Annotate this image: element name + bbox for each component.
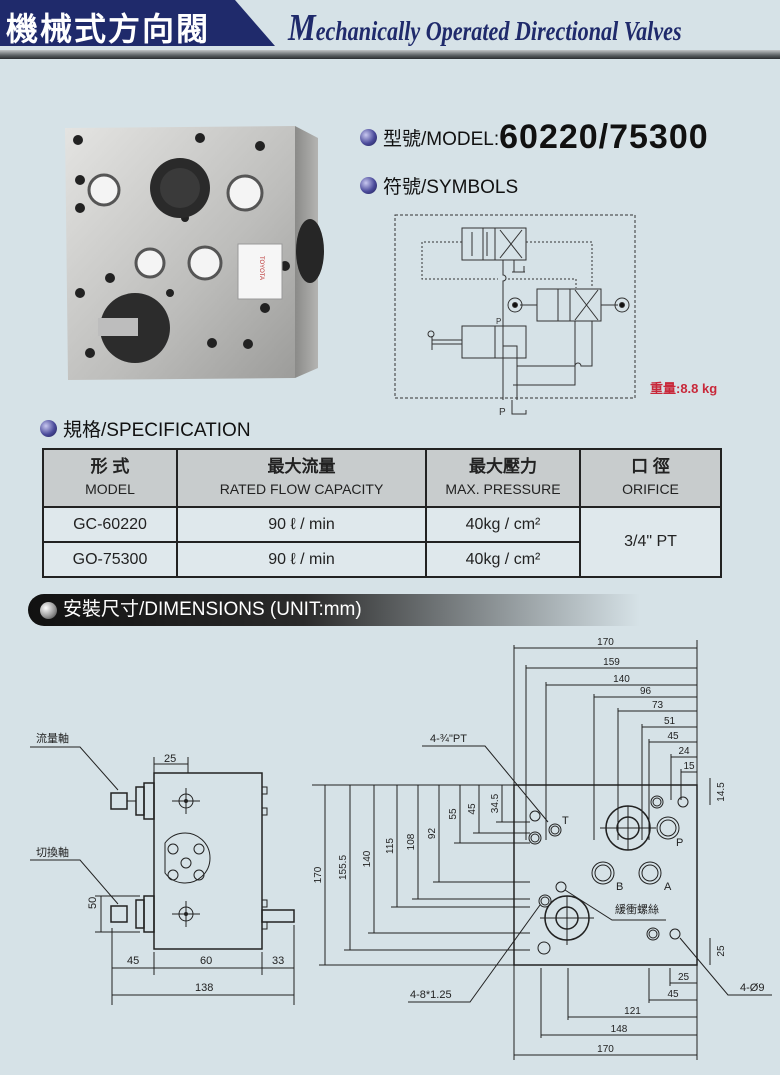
dim-label: 14.5 bbox=[716, 782, 727, 802]
bullet-icon bbox=[40, 601, 57, 619]
cell-model: GO-75300 bbox=[42, 541, 178, 578]
symbols-label: 符號/SYMBOLS bbox=[383, 177, 519, 198]
dimensions-label: 安裝尺寸/DIMENSIONS (UNIT:mm) bbox=[63, 599, 362, 620]
dim-label: 50 bbox=[87, 897, 99, 909]
dim-label: 138 bbox=[195, 982, 213, 994]
dim-label: 108 bbox=[406, 833, 417, 850]
dim-label: 170 bbox=[597, 1044, 614, 1055]
dim-label: 15 bbox=[683, 761, 695, 772]
pt-port-label: 4-¾"PT bbox=[430, 733, 467, 745]
nameplate: TOYOTA bbox=[258, 256, 264, 280]
cell-orifice: 3/4" PT bbox=[579, 506, 722, 578]
dim-label: 34.5 bbox=[490, 793, 501, 813]
specification-label: 規格/SPECIFICATION bbox=[63, 420, 251, 441]
model-heading: 型號/MODEL:60220/75300 bbox=[360, 118, 709, 157]
buffer-screw-label: 緩衝螺絲 bbox=[615, 902, 659, 916]
port-b-label: B bbox=[616, 881, 623, 893]
cell-pressure: 40kg / cm² bbox=[425, 541, 581, 578]
header-title-background bbox=[0, 0, 275, 46]
dim-label: 55 bbox=[448, 808, 459, 820]
header-title-en: Mechanically Operated Directional Valves bbox=[288, 6, 682, 50]
cell-flow: 90 ℓ / min bbox=[176, 541, 427, 578]
bullet-icon bbox=[40, 420, 57, 437]
dim-label: 45 bbox=[667, 989, 679, 1000]
dim-label: 159 bbox=[603, 657, 620, 668]
dim-label: 170 bbox=[597, 637, 614, 648]
dim-label: 33 bbox=[272, 955, 284, 967]
port-p-label: P bbox=[676, 837, 683, 849]
model-value: 60220/75300 bbox=[499, 118, 709, 156]
dim-label: 148 bbox=[611, 1024, 628, 1035]
title-initial: M bbox=[288, 7, 316, 49]
product-photo: TOYOTA bbox=[65, 126, 324, 380]
dimensions-heading: 安裝尺寸/DIMENSIONS (UNIT:mm) bbox=[28, 594, 640, 626]
model-label: 型號/MODEL: bbox=[383, 129, 500, 150]
dim-label: 25 bbox=[678, 972, 690, 983]
cell-model: GC-60220 bbox=[42, 506, 178, 543]
hydraulic-symbol-diagram: P P bbox=[394, 214, 636, 418]
dim-label: 140 bbox=[362, 850, 373, 867]
side-view-drawing: 流量軸 切換軸 25 50 45 60 33 138 bbox=[30, 731, 295, 1005]
flow-shaft-label: 流量軸 bbox=[36, 731, 69, 745]
cell-pressure: 40kg / cm² bbox=[425, 506, 581, 543]
dim-label: 45 bbox=[667, 731, 679, 742]
dim-label: 45 bbox=[467, 803, 478, 815]
hole-label: 4-Ø9 bbox=[740, 982, 764, 994]
dim-label: 115 bbox=[385, 838, 396, 854]
dim-label: 92 bbox=[427, 828, 438, 840]
port-p-lower: P bbox=[499, 407, 506, 418]
dim-label: 45 bbox=[127, 955, 139, 967]
header-divider bbox=[0, 50, 780, 59]
switch-shaft-label: 切換軸 bbox=[36, 845, 69, 859]
bolt-label: 4-8*1.25 bbox=[410, 989, 452, 1001]
weight-label: 重量:8.8 kg bbox=[650, 381, 718, 396]
dim-label: 155.5 bbox=[338, 855, 349, 880]
dim-label: 51 bbox=[664, 716, 676, 727]
symbols-heading: 符號/SYMBOLS bbox=[360, 172, 518, 199]
title-rest: echanically Operated Directional Valves bbox=[315, 16, 682, 46]
dim-label: 24 bbox=[678, 746, 690, 757]
dim-label: 170 bbox=[313, 866, 324, 883]
table-row: GC-60220 90 ℓ / min 40kg / cm² 3/4" PT bbox=[42, 506, 722, 578]
dim-label: 73 bbox=[652, 700, 664, 711]
cell-flow: 90 ℓ / min bbox=[176, 506, 427, 543]
port-p-upper: P bbox=[496, 317, 501, 326]
dim-label: 60 bbox=[200, 955, 212, 967]
header-title-cn: 機械式方向閥 bbox=[6, 10, 211, 48]
dim-label: 96 bbox=[640, 686, 652, 697]
dim-label: 25 bbox=[164, 753, 176, 765]
bullet-icon bbox=[360, 177, 377, 194]
port-t-label: T bbox=[562, 815, 569, 827]
dim-label: 140 bbox=[613, 674, 630, 685]
dim-label: 121 bbox=[624, 1006, 641, 1017]
dim-label: 25 bbox=[716, 945, 727, 957]
port-a-label: A bbox=[664, 881, 672, 893]
table-row: GO-75300 90 ℓ / min 40kg / cm² bbox=[42, 541, 721, 578]
bullet-icon bbox=[360, 129, 377, 146]
specification-heading: 規格/SPECIFICATION bbox=[40, 415, 251, 442]
